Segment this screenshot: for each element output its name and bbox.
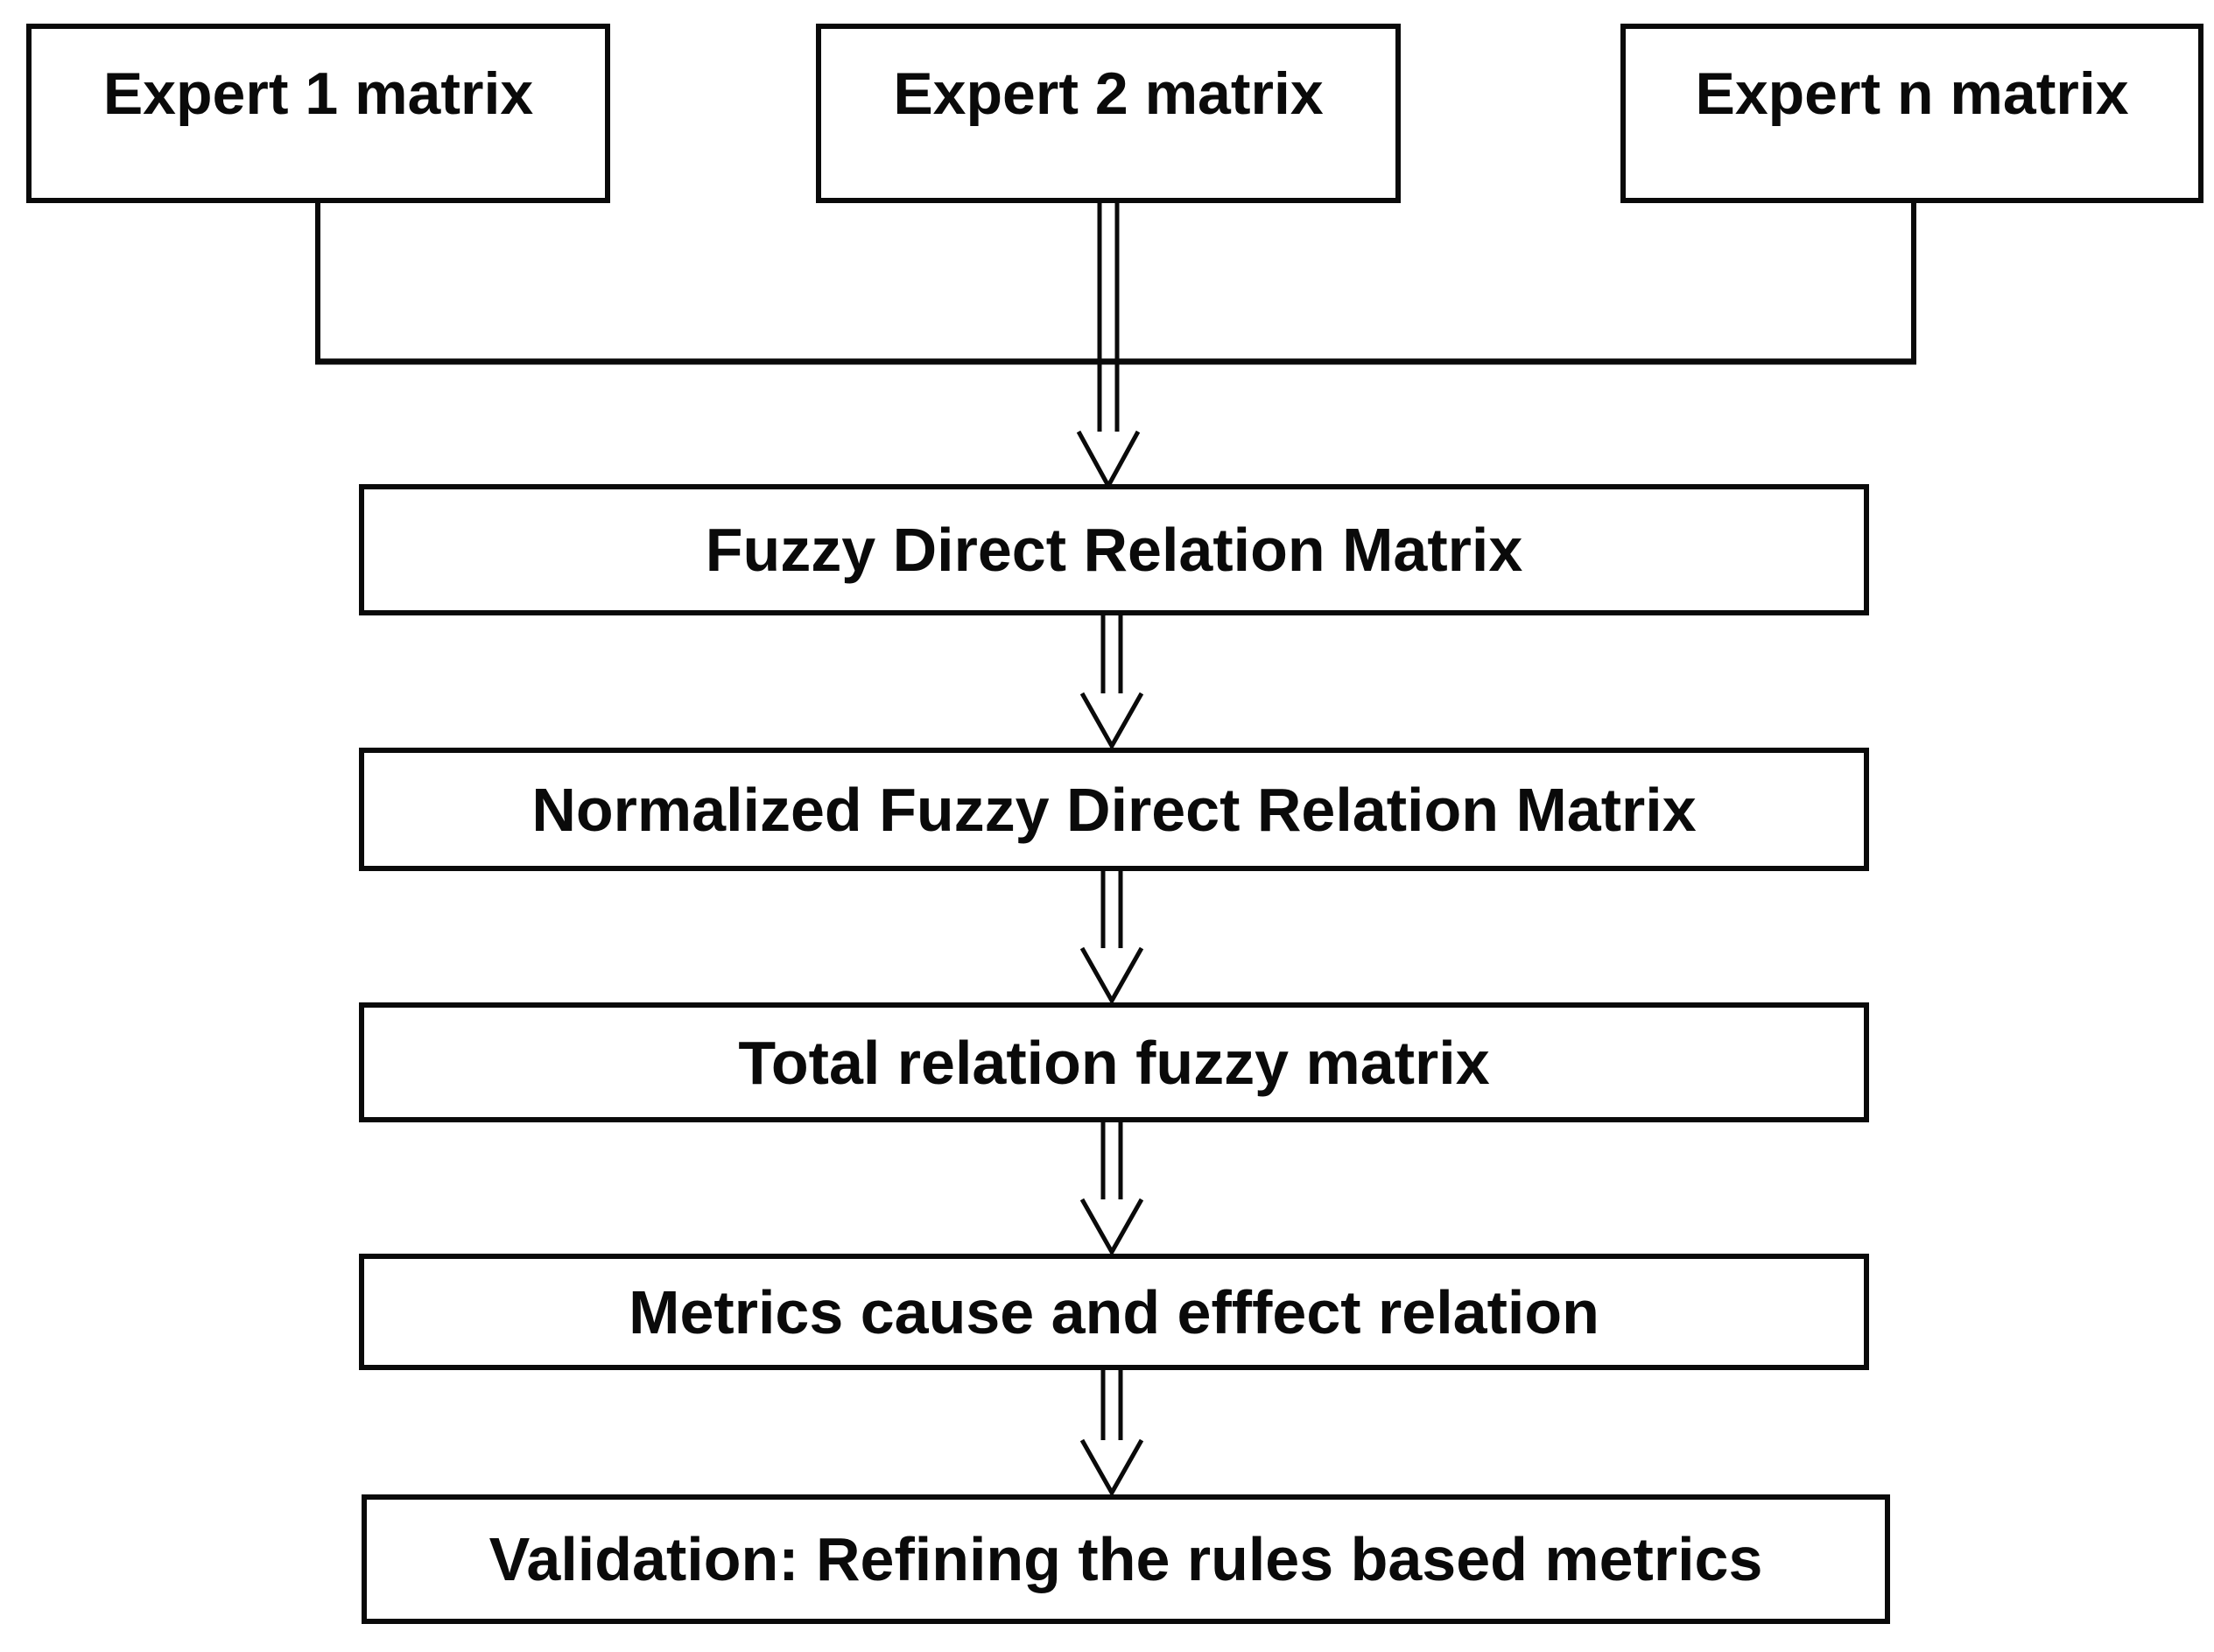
- validation-refining-rules-box: Validation: Refining the rules based met…: [362, 1494, 1890, 1624]
- down-arrow-3: [1079, 1121, 1144, 1257]
- metrics-cause-and-effect-relation-box: Metrics cause and efffect relation: [359, 1254, 1869, 1370]
- validation-refining-rules-label: Validation: Refining the rules based met…: [488, 1525, 1763, 1593]
- expert-n-matrix-box: Expert n matrix: [1620, 24, 2203, 203]
- expert-2-matrix-label: Expert 2 matrix: [893, 60, 1324, 127]
- normalized-fuzzy-direct-relation-matrix-box: Normalized Fuzzy Direct Relation Matrix: [359, 748, 1869, 871]
- metrics-cause-and-effect-relation-label: Metrics cause and efffect relation: [629, 1277, 1599, 1346]
- total-relation-fuzzy-matrix-label: Total relation fuzzy matrix: [738, 1028, 1490, 1097]
- down-arrow-2: [1079, 868, 1144, 1006]
- fuzzy-direct-relation-matrix-box: Fuzzy Direct Relation Matrix: [359, 484, 1869, 615]
- expert-1-matrix-label: Expert 1 matrix: [102, 60, 534, 127]
- normalized-fuzzy-direct-relation-matrix-label: Normalized Fuzzy Direct Relation Matrix: [531, 775, 1697, 844]
- down-arrow-4: [1079, 1368, 1144, 1498]
- total-relation-fuzzy-matrix-box: Total relation fuzzy matrix: [359, 1002, 1869, 1122]
- merge-down-arrow: [1076, 201, 1141, 491]
- down-arrow-2-head: [1079, 946, 1144, 1006]
- expert-2-matrix-box: Expert 2 matrix: [816, 24, 1401, 203]
- expert-1-matrix-box: Expert 1 matrix: [26, 24, 610, 203]
- merge-down-arrow-head: [1076, 430, 1141, 491]
- down-arrow-4-head: [1079, 1438, 1144, 1498]
- fuzzy-direct-relation-matrix-label: Fuzzy Direct Relation Matrix: [705, 516, 1523, 584]
- down-arrow-1-head: [1079, 692, 1144, 751]
- down-arrow-3-head: [1079, 1198, 1144, 1257]
- down-arrow-1: [1079, 614, 1144, 751]
- expert-n-matrix-label: Expert n matrix: [1695, 60, 2129, 127]
